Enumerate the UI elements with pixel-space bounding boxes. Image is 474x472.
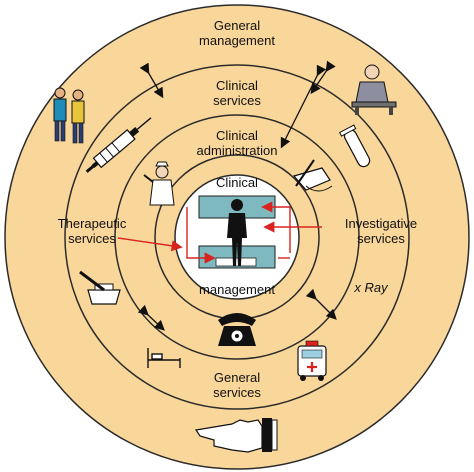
nurse-icon xyxy=(143,161,175,206)
label-general-services: General services xyxy=(213,370,261,400)
label-clinical: Clinical xyxy=(216,175,258,190)
double-arrows xyxy=(137,60,337,331)
pointing-hand-icon xyxy=(194,418,278,453)
two-people-icon xyxy=(53,87,85,144)
ring-3 xyxy=(114,114,360,360)
bed-icon xyxy=(147,348,181,368)
label-management: management xyxy=(199,282,275,297)
label-clinical-administration: Clinical administration xyxy=(196,128,278,158)
hand-writing-icon xyxy=(292,159,333,192)
mortar-pestle-icon xyxy=(79,270,121,305)
human-figure-icon xyxy=(227,199,247,266)
label-therapeutic-services: Therapeutic services xyxy=(57,216,127,246)
test-tube-icon xyxy=(338,124,371,168)
label-clinical-services: Clinical services xyxy=(213,78,261,108)
syringe-icon xyxy=(85,117,152,173)
seated-manager-icon xyxy=(351,64,397,115)
label-investigative-services: Investigative services xyxy=(344,216,418,246)
ambulance-icon xyxy=(297,340,327,381)
red-flow-arrows xyxy=(117,201,322,264)
ring-2 xyxy=(64,64,410,410)
label-x-ray: x Ray xyxy=(354,280,388,295)
label-general-management: General management xyxy=(199,18,275,48)
telephone-icon xyxy=(218,313,256,346)
